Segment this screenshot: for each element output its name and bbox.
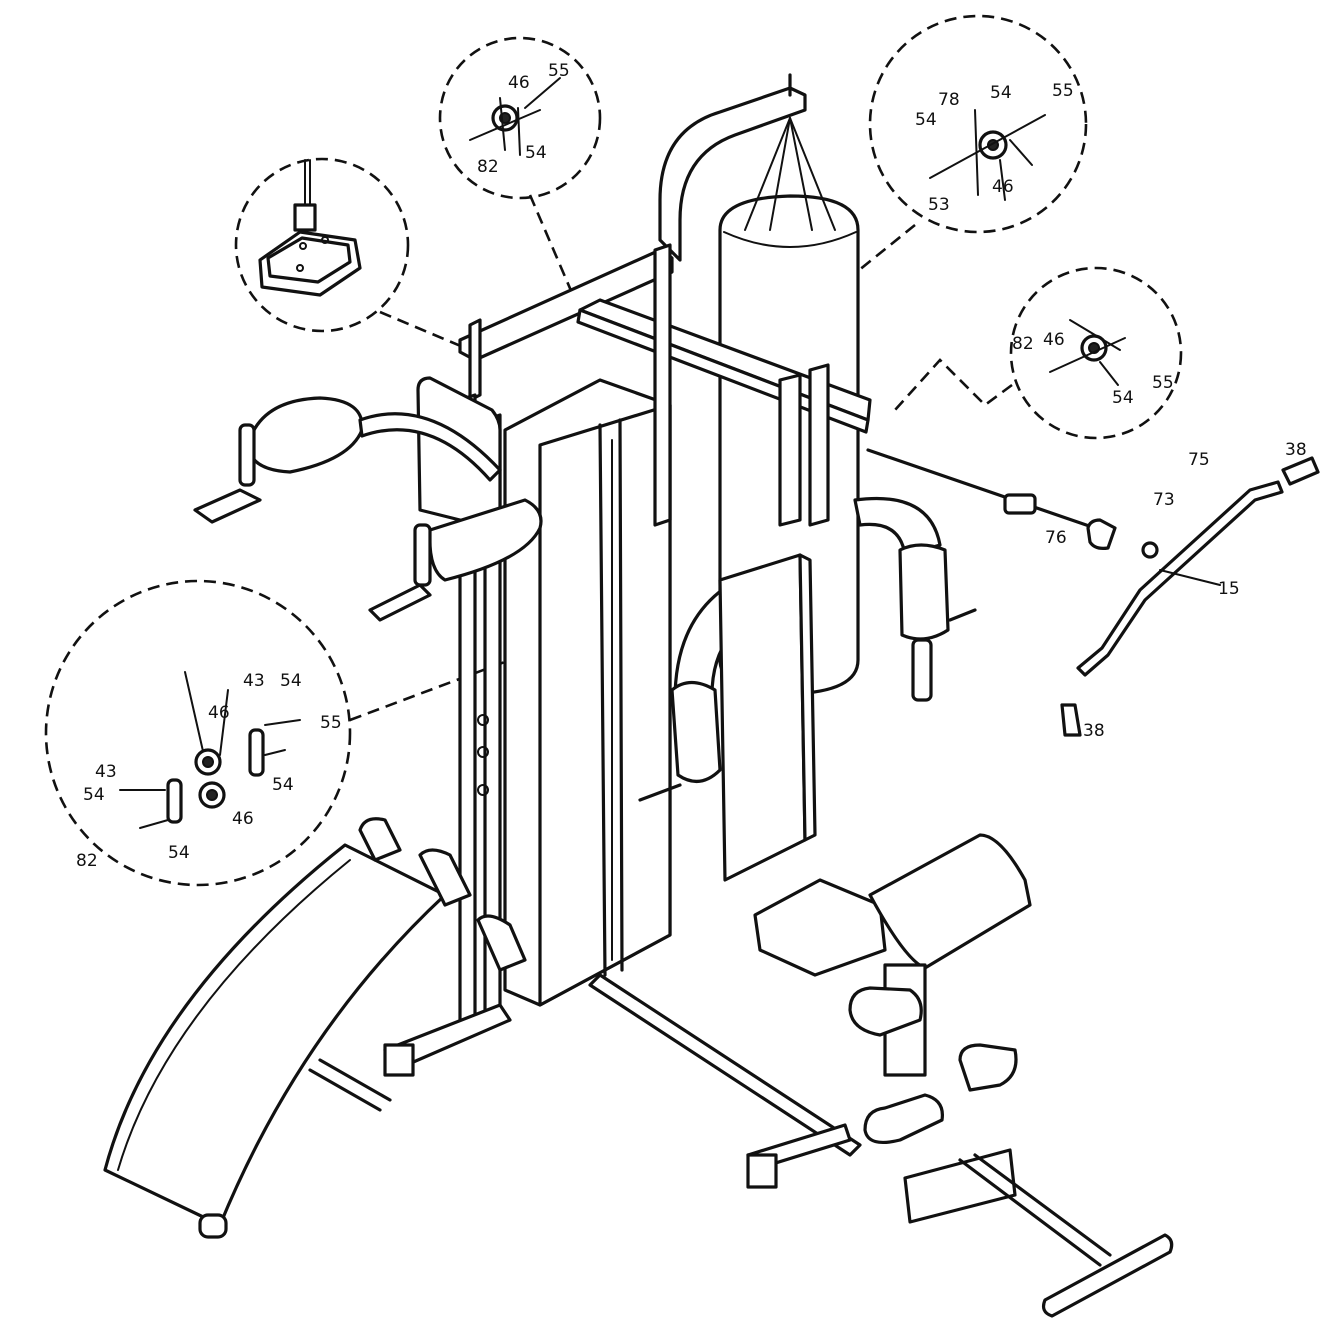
part-number-label: 82 <box>76 851 98 871</box>
part-number-label: 73 <box>1153 490 1175 510</box>
part-number-label: 55 <box>1152 373 1174 393</box>
gym-machine-frame <box>458 73 872 1027</box>
part-number-label: 82 <box>1012 334 1034 354</box>
part-number-label: 46 <box>1043 330 1065 350</box>
part-number-label: 46 <box>232 809 254 829</box>
detail-circle-upper-right-pulley: 78 54 55 54 53 46 <box>868 14 1088 234</box>
part-number-label: 54 <box>168 843 190 863</box>
part-number-label: 54 <box>990 83 1012 103</box>
part-number-label: 46 <box>992 177 1014 197</box>
detail-circle-right-pulley: 82 46 55 54 <box>1009 266 1183 440</box>
base-frame <box>383 973 1174 1318</box>
part-number-label: 38 <box>1083 721 1105 741</box>
part-number-label: 54 <box>83 785 105 805</box>
part-number-label: 82 <box>477 157 499 177</box>
part-number-label: 46 <box>508 73 530 93</box>
part-number-label: 78 <box>938 90 960 110</box>
seat-backrest <box>718 553 817 882</box>
part-number-label: 54 <box>280 671 302 691</box>
detail-circle-lower-pulley-assembly: 43 54 46 55 43 54 54 46 82 54 <box>44 579 352 887</box>
part-number-label: 43 <box>243 671 265 691</box>
part-number-label: 76 <box>1045 528 1067 548</box>
part-number-label: 54 <box>1112 388 1134 408</box>
part-number-label: 55 <box>320 713 342 733</box>
part-number-label: 54 <box>915 110 937 130</box>
part-number-label: 75 <box>1188 450 1210 470</box>
sit-up-bench <box>103 817 527 1239</box>
part-number-label: 55 <box>1052 81 1074 101</box>
detail-circle-weight-selector <box>234 157 410 333</box>
part-number-label: 53 <box>928 195 950 215</box>
leg-extension-bench <box>753 833 1032 1144</box>
part-number-label: 38 <box>1285 440 1307 460</box>
detail-circle-top-pulley: 46 55 54 82 <box>438 36 602 200</box>
part-number-label: 55 <box>548 61 570 81</box>
part-number-label: 43 <box>95 762 117 782</box>
part-number-label: 46 <box>208 703 230 723</box>
part-number-label: 15 <box>1218 579 1240 599</box>
butterfly-arm-left <box>193 376 543 622</box>
part-number-label: 54 <box>525 143 547 163</box>
part-number-label: 54 <box>272 775 294 795</box>
cable-and-curl-bar: 75 38 73 76 15 38 <box>866 440 1320 741</box>
